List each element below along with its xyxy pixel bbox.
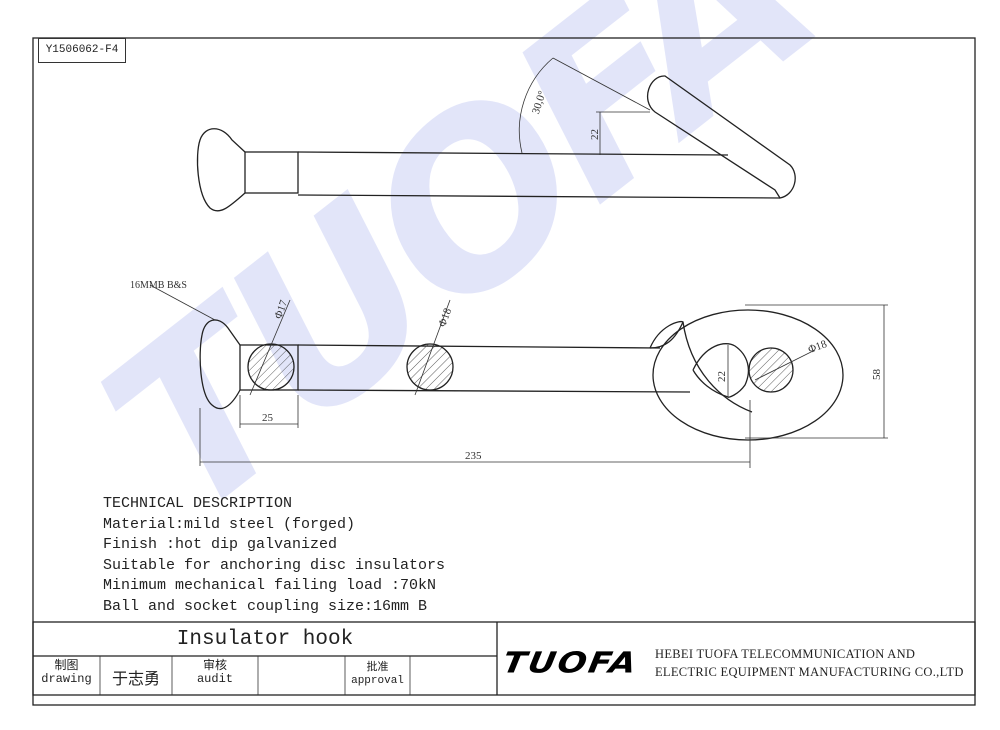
shaft-dia-dim: Φ18 <box>436 306 454 328</box>
drawing-name: 于志勇 <box>111 671 160 689</box>
sheet-border <box>32 37 976 706</box>
description-heading: TECHNICAL DESCRIPTION <box>103 495 293 512</box>
audit-label-cn: 审核 <box>202 659 227 673</box>
drawing-label: 制图 drawing <box>33 660 100 686</box>
audit-label-en: audit <box>196 672 233 686</box>
approval-label: 批准 approval <box>345 662 410 688</box>
side-view <box>149 284 888 468</box>
drawing-number: Y1506062-F4 <box>38 38 126 63</box>
top-view <box>196 57 796 212</box>
description-line: Ball and socket coupling size:16mm B <box>103 597 428 615</box>
drawing-label-cn: 制图 <box>54 659 79 673</box>
audit-label: 审核 audit <box>172 660 258 686</box>
company-line-2: ELECTRIC EQUIPMENT MANUFACTURING CO.,LTD <box>655 665 964 679</box>
neck-dia-dim: Φ17 <box>272 298 290 320</box>
technical-description: TECHNICAL DESCRIPTION Material:mild stee… <box>103 494 445 617</box>
neck-length-dim: 25 <box>262 412 274 424</box>
approval-label-en: approval <box>351 675 404 687</box>
company-name: HEBEI TUOFA TELECOMMUNICATION AND ELECTR… <box>655 645 964 681</box>
company-line-1: HEBEI TUOFA TELECOMMUNICATION AND <box>655 647 916 661</box>
offset-dim: 22 <box>589 129 601 140</box>
approval-label-cn: 批准 <box>366 662 389 674</box>
hook-gap-dim: 22 <box>716 371 728 382</box>
description-line: Finish :hot dip galvanized <box>103 536 338 553</box>
description-line: Suitable for anchoring disc insulators <box>103 556 446 574</box>
overall-length-dim: 235 <box>465 450 482 462</box>
title-block-grid <box>32 621 976 696</box>
drawing-label-en: drawing <box>41 672 92 686</box>
description-line: Material:mild steel (forged) <box>103 515 356 533</box>
hook-dia-dim: Φ18 <box>807 338 829 356</box>
ball-label: 16MMB B&S <box>130 280 187 291</box>
hook-height-dim: 58 <box>871 369 883 381</box>
description-line: Minimum mechanical failing load :70kN <box>103 577 437 594</box>
drawing-title: Insulator hook <box>176 628 354 651</box>
angle-dim: 30,0° <box>530 89 549 115</box>
company-logo: TUOFA <box>500 646 641 680</box>
